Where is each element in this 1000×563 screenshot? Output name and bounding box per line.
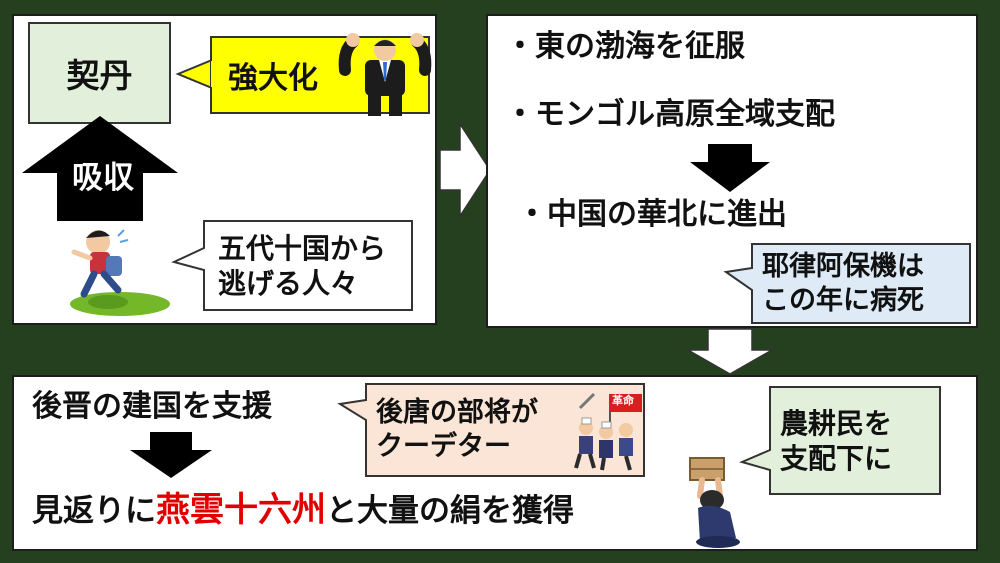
farmer-carrying-box-icon	[689, 457, 740, 548]
bohai-item: ・東の渤海を征服	[505, 29, 745, 64]
abaoji-note-line-2: この年に病死	[762, 284, 924, 316]
coup-line-2: クーデター	[376, 431, 511, 462]
abaoji-note-callout: 耶律阿保機は この年に病死	[756, 245, 968, 322]
support-later-jin-text: 後晋の建国を支援	[32, 389, 272, 424]
coup-callout: 後唐の部将が クーデター	[370, 385, 570, 475]
refugees-line-2: 逃げる人々	[218, 267, 359, 300]
khitan-label: 契丹	[66, 56, 133, 95]
absorb-label: 吸収	[72, 160, 134, 196]
running-refugee-icon	[70, 229, 170, 316]
khitan-box: 契丹	[28, 22, 171, 124]
farmers-callout: 農耕民を 支配下に	[774, 388, 938, 493]
coup-line-1: 後唐の部将が	[376, 397, 538, 429]
revolution-flag-label: 革命	[612, 394, 634, 407]
refugees-line-1: 五代十国から	[218, 232, 387, 265]
reward-line: 見返りに燕雲十六州と大量の絹を獲得	[32, 490, 574, 530]
muscular-businessman-icon	[338, 33, 432, 116]
sixteen-prefectures-highlight: 燕雲十六州	[156, 490, 326, 530]
mongol-item: ・モンゴル高原全域支配	[505, 97, 835, 132]
revolution-crowd-icon	[574, 392, 642, 471]
strengthen-label: 強大化	[228, 61, 318, 96]
abaoji-note-line-1: 耶律阿保機は	[762, 250, 924, 282]
farmers-line-2: 支配下に	[780, 441, 893, 475]
north-china-item: ・中国の華北に進出	[517, 197, 787, 232]
refugees-callout: 五代十国から 逃げる人々	[212, 222, 410, 310]
farmers-line-1: 農耕民を	[780, 406, 893, 440]
reward-prefix: 見返りに	[32, 493, 156, 529]
reward-suffix: と大量の絹を獲得	[326, 493, 574, 529]
